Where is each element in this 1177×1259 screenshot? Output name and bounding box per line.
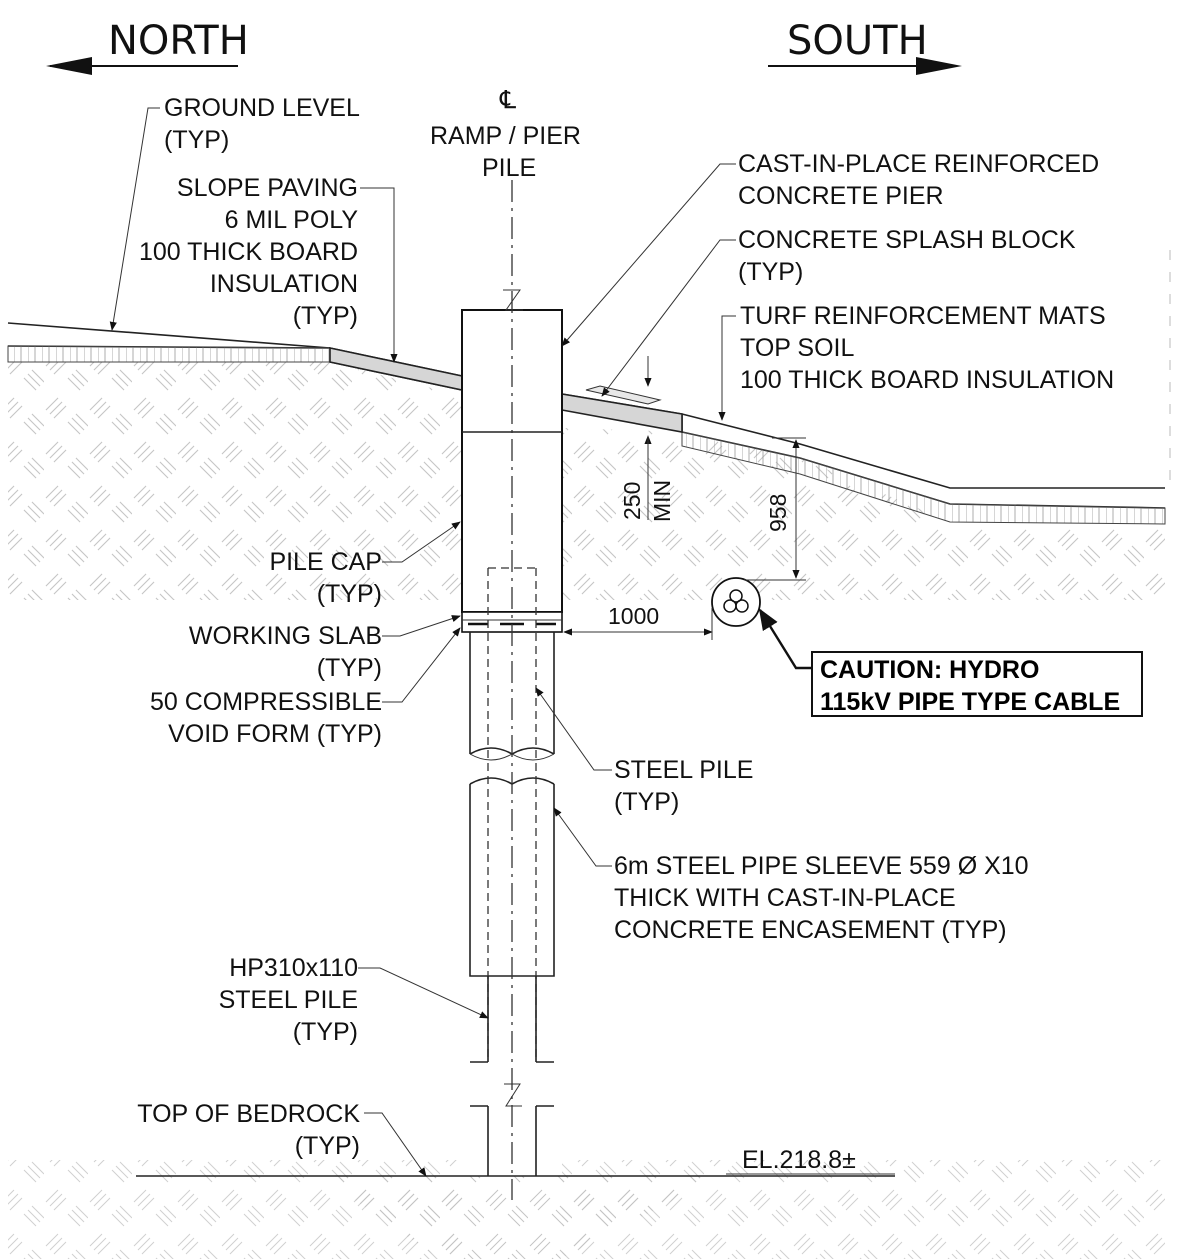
pipe-sleeve-line3: CONCRETE ENCASEMENT (TYP) (614, 916, 1007, 944)
hydro-cable (711, 577, 761, 627)
splash-block (561, 393, 683, 433)
centerline-label: ℄ RAMP / PIER PILE (430, 86, 581, 182)
turf-line2: TOP SOIL (740, 334, 855, 362)
concrete-pier-line1: CAST-IN-PLACE REINFORCED (738, 150, 1099, 178)
hp-pile-line1: HP310x110 (229, 954, 358, 982)
caution-box: CAUTION: HYDRO 115kV PIPE TYPE CABLE (811, 651, 1143, 717)
label-steel-pile: STEEL PILE (TYP) (614, 756, 753, 816)
label-slope-paving: SLOPE PAVING 6 MIL POLY 100 THICK BOARD … (139, 174, 358, 330)
caution-line2: 115kV PIPE TYPE CABLE (820, 688, 1120, 716)
label-bedrock: TOP OF BEDROCK (TYP) (137, 1100, 360, 1160)
label-concrete-pier: CAST-IN-PLACE REINFORCED CONCRETE PIER (738, 150, 1099, 210)
label-working-slab: WORKING SLAB (TYP) (189, 622, 382, 682)
label-ground-level: GROUND LEVEL (TYP) (164, 94, 360, 154)
steel-pile-line2: (TYP) (614, 788, 679, 816)
dim-min-text: MIN (649, 480, 675, 522)
north-arrow: NORTH (46, 18, 249, 75)
label-splash-block: CONCRETE SPLASH BLOCK (TYP) (738, 226, 1076, 286)
slope-paving-line2: 6 MIL POLY (225, 206, 359, 234)
south-arrow: SOUTH (768, 18, 962, 75)
south-label: SOUTH (787, 18, 928, 64)
splash-block-line1: CONCRETE SPLASH BLOCK (738, 226, 1076, 254)
splash-block-line2: (TYP) (738, 258, 803, 286)
dim-958-text: 958 (765, 494, 791, 532)
dim-250-min: 250 MIN (619, 356, 675, 522)
pile-cap-line1: PILE CAP (269, 548, 382, 576)
dim-958: 958 (744, 437, 806, 581)
label-pipe-sleeve: 6m STEEL PIPE SLEEVE 559 Ø X10 THICK WIT… (614, 852, 1029, 944)
label-void-form: 50 COMPRESSIBLE VOID FORM (TYP) (150, 688, 382, 748)
centerline-symbol: ℄ (499, 86, 516, 114)
pile-cap-line2: (TYP) (317, 580, 382, 608)
working-slab-line2: (TYP) (317, 654, 382, 682)
label-turf: TURF REINFORCEMENT MATS TOP SOIL 100 THI… (740, 302, 1114, 394)
void-form-line2: VOID FORM (TYP) (168, 720, 382, 748)
hp-pile-line3: (TYP) (293, 1018, 358, 1046)
dim-1000-text: 1000 (608, 603, 659, 629)
hp-pile-line2: STEEL PILE (219, 986, 358, 1014)
north-ground (7, 322, 463, 391)
bedrock-line1: TOP OF BEDROCK (137, 1100, 360, 1128)
centerline-line2: PILE (482, 154, 536, 182)
elevation-callout: EL.218.8± (726, 1146, 895, 1175)
turf-line3: 100 THICK BOARD INSULATION (740, 366, 1114, 394)
leaders (109, 107, 814, 1177)
slope-paving-line5: (TYP) (293, 302, 358, 330)
north-label: NORTH (108, 18, 249, 64)
steel-pile-line1: STEEL PILE (614, 756, 753, 784)
bedrock-line2: (TYP) (295, 1132, 360, 1160)
elevation-text: EL.218.8± (742, 1146, 856, 1174)
slope-paving-line3: 100 THICK BOARD (139, 238, 358, 266)
concrete-pier-line2: CONCRETE PIER (738, 182, 944, 210)
slope-paving-line1: SLOPE PAVING (177, 174, 358, 202)
slope-paving-line4: INSULATION (210, 270, 358, 298)
pipe-sleeve-line1: 6m STEEL PIPE SLEEVE 559 Ø X10 (614, 852, 1029, 880)
void-form-line1: 50 COMPRESSIBLE (150, 688, 382, 716)
working-slab-line1: WORKING SLAB (189, 622, 382, 650)
centerline-line1: RAMP / PIER (430, 122, 581, 150)
working-slab (461, 611, 563, 633)
caution-line1: CAUTION: HYDRO (820, 656, 1039, 684)
ground-level-line1: GROUND LEVEL (164, 94, 360, 122)
pipe-sleeve-line2: THICK WITH CAST-IN-PLACE (614, 884, 956, 912)
label-pile-cap: PILE CAP (TYP) (269, 548, 382, 608)
dim-1000: 1000 (563, 603, 713, 640)
label-hp-pile: HP310x110 STEEL PILE (TYP) (219, 954, 358, 1046)
ground-level-line2: (TYP) (164, 126, 229, 154)
dim-250-text: 250 (619, 482, 645, 520)
turf-line1: TURF REINFORCEMENT MATS (740, 302, 1106, 330)
hp-pile (470, 567, 554, 1176)
